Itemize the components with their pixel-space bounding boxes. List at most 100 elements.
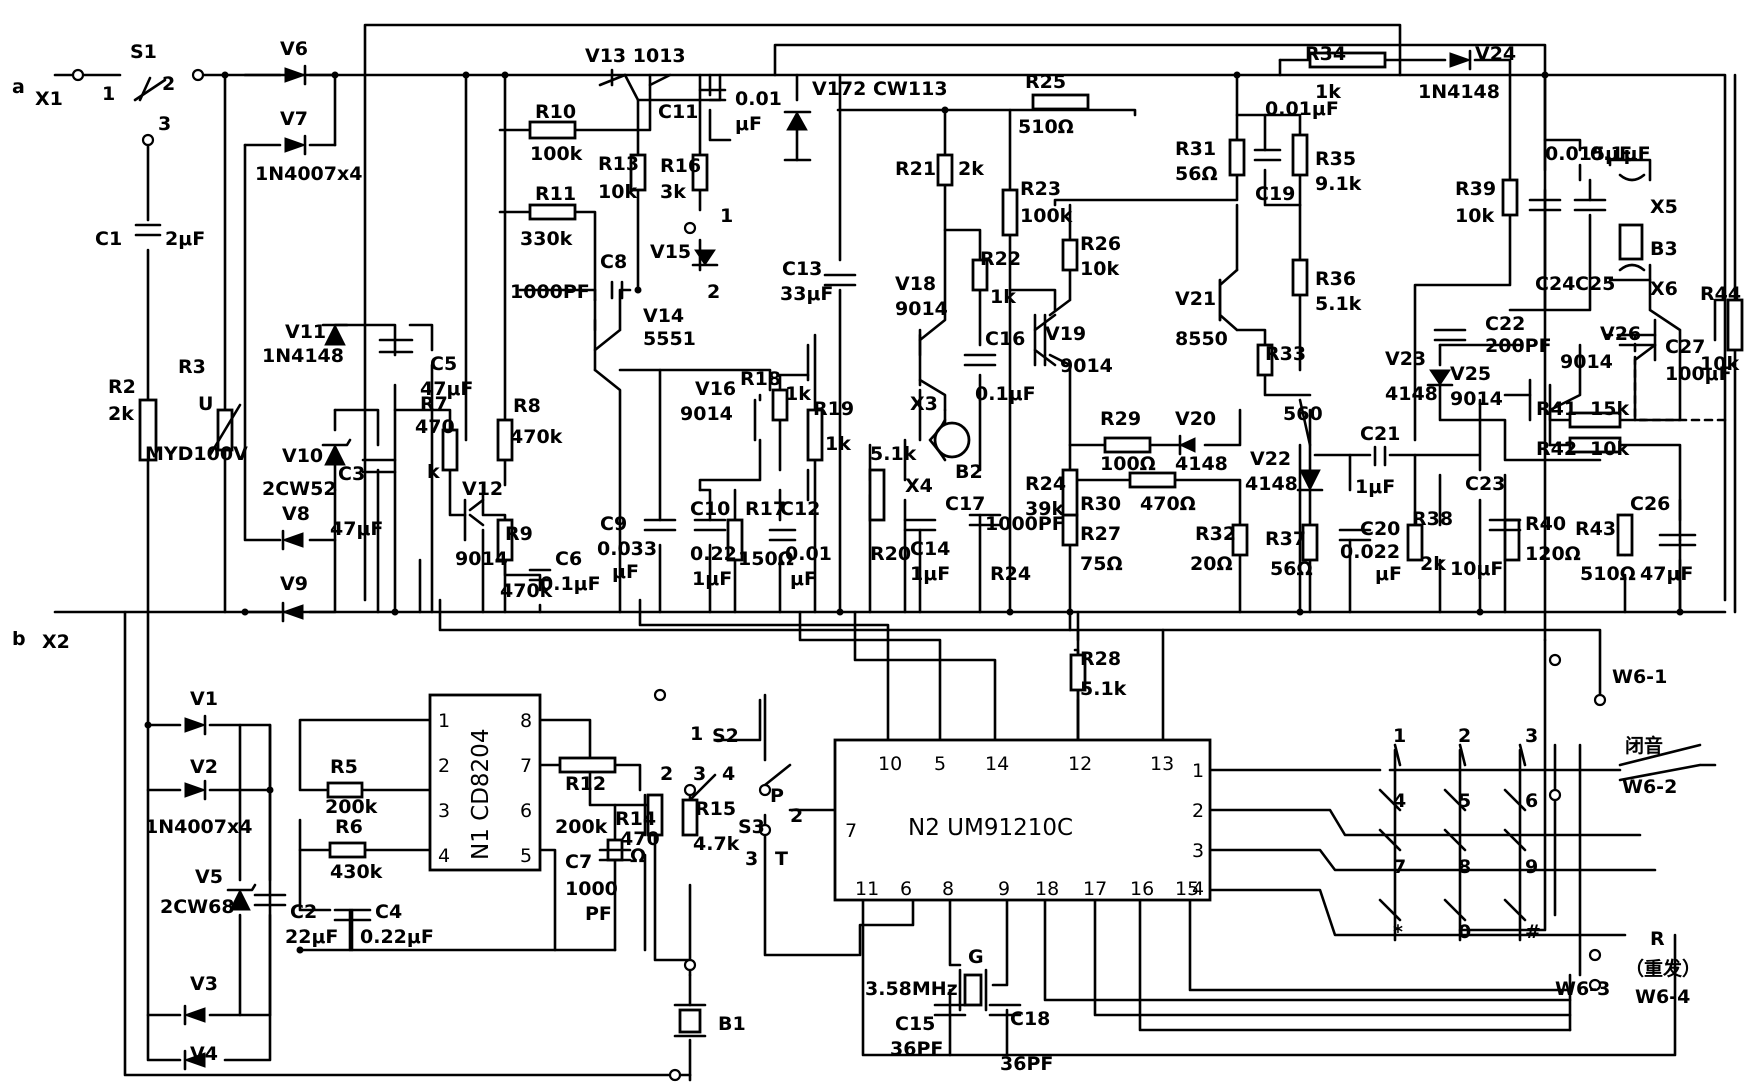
svg-text:5: 5: [934, 753, 946, 775]
svg-text:W6-4: W6-4: [1635, 986, 1690, 1008]
c20v2-label: μF: [1375, 563, 1402, 585]
v19-label: V19: [1045, 323, 1086, 345]
r30-label: R30: [1080, 493, 1121, 515]
v172-label: V172 CW113: [812, 78, 948, 100]
r2-label: R2: [108, 376, 136, 398]
r38-label: R38: [1412, 508, 1453, 530]
r20v-label: 5.1k: [870, 443, 917, 465]
c13-label: C13: [782, 258, 822, 280]
v25v-label: 9014: [1450, 388, 1503, 410]
ic-n2-body: [833, 738, 1212, 902]
c10-label: C10: [690, 498, 730, 520]
ic-n1-labels: 1 2 3 4 8 7 6 5 N1 CD8204: [438, 710, 532, 867]
c16v-label: 0.1μF: [975, 383, 1036, 405]
r40v-label: 120Ω: [1525, 543, 1581, 565]
svg-text:7: 7: [520, 755, 532, 777]
r13v-label: 10k: [598, 181, 637, 203]
x4-label: X4: [905, 475, 933, 497]
svg-text:8: 8: [942, 878, 954, 900]
r22v-label: 1k: [990, 286, 1016, 308]
v7v-label: 1N4007x4: [255, 163, 362, 185]
v20-label: V20: [1175, 408, 1216, 430]
ic-n2-name: N2 UM91210C: [908, 815, 1073, 841]
c15-label: C15: [895, 1013, 935, 1035]
svg-text:4: 4: [1192, 878, 1204, 900]
c1-label: C1: [95, 228, 122, 250]
c7-label: C7: [565, 851, 592, 873]
key-hash: #: [1525, 921, 1541, 943]
x5-label: X5: [1650, 196, 1678, 218]
svg-text:14: 14: [985, 753, 1009, 775]
c8-label: C8: [600, 251, 627, 273]
c25v-label: 0.1μF: [1590, 143, 1651, 165]
v1-label: V1: [190, 688, 218, 710]
transducers: [673, 173, 1646, 1038]
c14v-label: 1μF: [910, 563, 950, 585]
r43-label: R43: [1575, 518, 1616, 540]
c22v-label: 200PF: [1485, 335, 1552, 357]
key-5: 5: [1458, 790, 1471, 812]
r33v-label: 560: [1283, 403, 1323, 425]
svg-text:7: 7: [845, 820, 857, 842]
s3-label: S3: [738, 816, 765, 838]
key-3: 3: [1525, 725, 1538, 747]
c12v2-label: μF: [790, 568, 817, 590]
c16-label: C16: [985, 328, 1025, 350]
s1-pin1: 1: [102, 83, 115, 105]
v21v-label: 8550: [1175, 328, 1228, 350]
r28v-label: 5.1k: [1080, 678, 1127, 700]
r20-label: R20: [870, 543, 911, 565]
r27v-label: 75Ω: [1080, 553, 1123, 575]
c23v-label: 10μF: [1450, 558, 1503, 580]
c3v-label: 47μF: [330, 518, 383, 540]
r9-label: R9: [505, 523, 533, 545]
c12-label: C12: [780, 498, 820, 520]
r5v-label: 200k: [325, 796, 378, 818]
switch-labels: S1 1 2 3 S2 1 2 3 4 S3 P 2 3 T: [102, 41, 803, 870]
c1v-label: 2μF: [165, 228, 205, 250]
r17v-label: 150Ω: [738, 548, 794, 570]
key-9: 9: [1525, 856, 1538, 878]
c18v-label: 36PF: [1000, 1053, 1053, 1075]
c11v1-label: 0.01: [735, 88, 782, 110]
r38v-label: 2k: [1420, 553, 1446, 575]
v16-label: V16: [695, 378, 736, 400]
r43v-label: 510Ω: [1580, 563, 1636, 585]
ic-n1-body: [428, 693, 542, 872]
r3v-label: MYD100V: [145, 443, 248, 465]
c19v-label: 0.01μF: [1265, 98, 1339, 120]
c9-label: C9: [600, 513, 627, 535]
r27-label: R27: [1080, 523, 1121, 545]
r15-label: R15: [695, 798, 736, 820]
s3-pin2: 2: [790, 805, 803, 827]
c8v-label: 1000PF: [510, 281, 590, 303]
r13-label: R13: [598, 153, 639, 175]
c6-label: C6: [555, 548, 582, 570]
svg-text:9: 9: [998, 878, 1010, 900]
r34-label: R34: [1305, 43, 1346, 65]
r24-label: R24: [1025, 473, 1066, 495]
resistors: [138, 51, 1744, 862]
terminal-x1-label: X1: [35, 88, 63, 110]
b1-label: B1: [718, 1013, 746, 1035]
v23-label: V23: [1385, 348, 1426, 370]
r18v-label: 1k: [785, 383, 811, 405]
r24v-label: 39k: [1025, 498, 1064, 520]
svg-text:16: 16: [1130, 878, 1154, 900]
r39-label: R39: [1455, 178, 1496, 200]
v24-label: V24: [1475, 43, 1516, 65]
v24v-label: 1N4148: [1418, 81, 1500, 103]
key-6: 6: [1525, 790, 1538, 812]
v3-label: V3: [190, 973, 218, 995]
v25-label: V25: [1450, 363, 1491, 385]
r30v-label: 470Ω: [1140, 493, 1196, 515]
r18-label: R18: [740, 368, 781, 390]
b3-label: B3: [1650, 238, 1678, 260]
r19-label: R19: [813, 398, 854, 420]
r41v-label: 15k: [1590, 398, 1629, 420]
r3-label: R3: [178, 356, 206, 378]
r29v-label: 100Ω: [1100, 453, 1156, 475]
s1-pin2: 2: [162, 73, 175, 95]
r7v-label: 470: [415, 416, 455, 438]
